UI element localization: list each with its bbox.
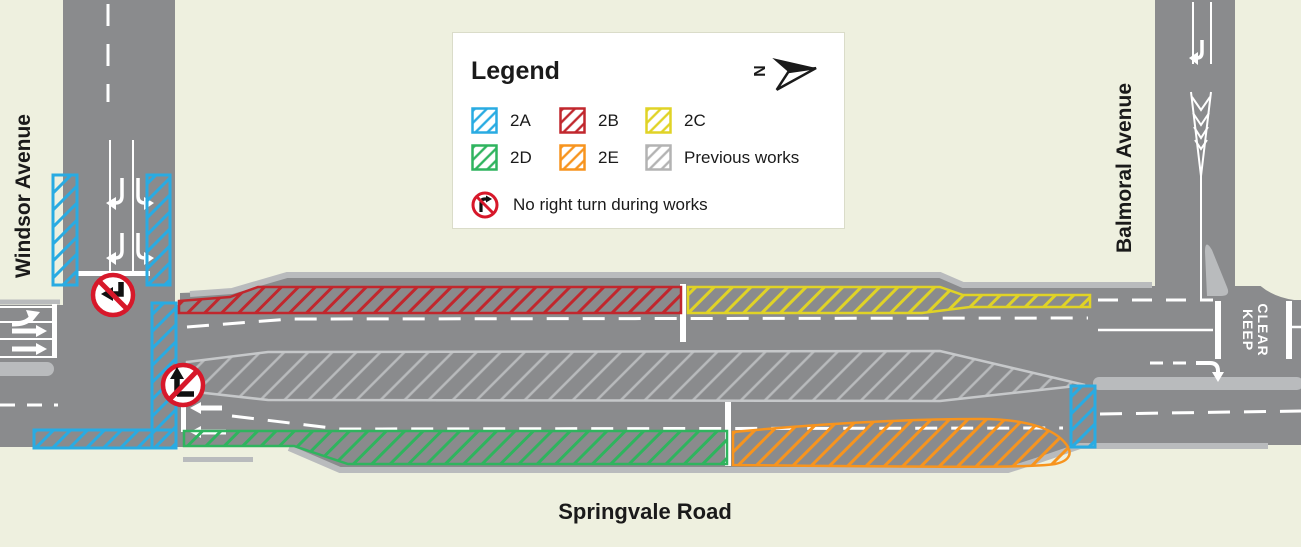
traffic-island-balmoral (1205, 244, 1229, 296)
legend-label-2e: 2E (598, 147, 619, 167)
kerb-segment (183, 457, 253, 462)
legend-entry-2b: 2B (559, 107, 619, 134)
swatch-2a (471, 107, 498, 134)
zone-2a (32, 173, 1097, 450)
legend-label-2c: 2C (684, 110, 706, 130)
north-label: N (750, 65, 767, 77)
north-arrow-icon: N (750, 58, 817, 91)
zone-previous-works (185, 349, 1086, 403)
swatch-2d (471, 144, 498, 171)
legend-entry-2c: 2C (645, 107, 706, 134)
street-label-windsor: Windsor Avenue (12, 114, 35, 278)
legend-note-text: No right turn during works (513, 195, 708, 214)
swatch-previous-works (645, 144, 672, 171)
legend-entry-previous-works: Previous works (645, 144, 799, 171)
legend-entry-2d: 2D (471, 144, 532, 171)
keep-clear-word2: CLEAR (1255, 303, 1271, 356)
zone-2d (182, 429, 729, 466)
road-balmoral (1155, 0, 1235, 300)
legend-label-previous-works: Previous works (684, 147, 800, 167)
street-label-balmoral: Balmoral Avenue (1113, 83, 1136, 253)
no-right-turn-icon (471, 191, 499, 219)
corner-fillet (1235, 0, 1301, 300)
median-strip-east (1093, 377, 1301, 390)
no-left-turn-sign (90, 272, 136, 318)
north-arrow: N (750, 49, 822, 98)
median-island-west (0, 362, 54, 376)
legend-note: No right turn during works (471, 191, 708, 219)
keep-clear-marking: KEEP CLEAR (1240, 303, 1271, 356)
keep-clear-word1: KEEP (1240, 309, 1256, 351)
swatch-2b (559, 107, 586, 134)
zone-2e (731, 417, 1071, 468)
zone-2c (686, 285, 1092, 315)
legend-label-2a: 2A (510, 110, 531, 130)
no-right-turn-sign (160, 362, 206, 408)
legend-label-2d: 2D (510, 147, 532, 167)
legend-entry-2e: 2E (559, 144, 619, 171)
swatch-2e (559, 144, 586, 171)
legend-label-2b: 2B (598, 110, 619, 130)
street-label-springvale: Springvale Road (558, 499, 732, 524)
legend-entry-2a: 2A (471, 107, 531, 134)
legend-panel: Legend N 2A 2B 2C (452, 32, 845, 229)
legend-title: Legend (471, 57, 560, 85)
swatch-2c (645, 107, 672, 134)
zone-2b (177, 285, 683, 315)
